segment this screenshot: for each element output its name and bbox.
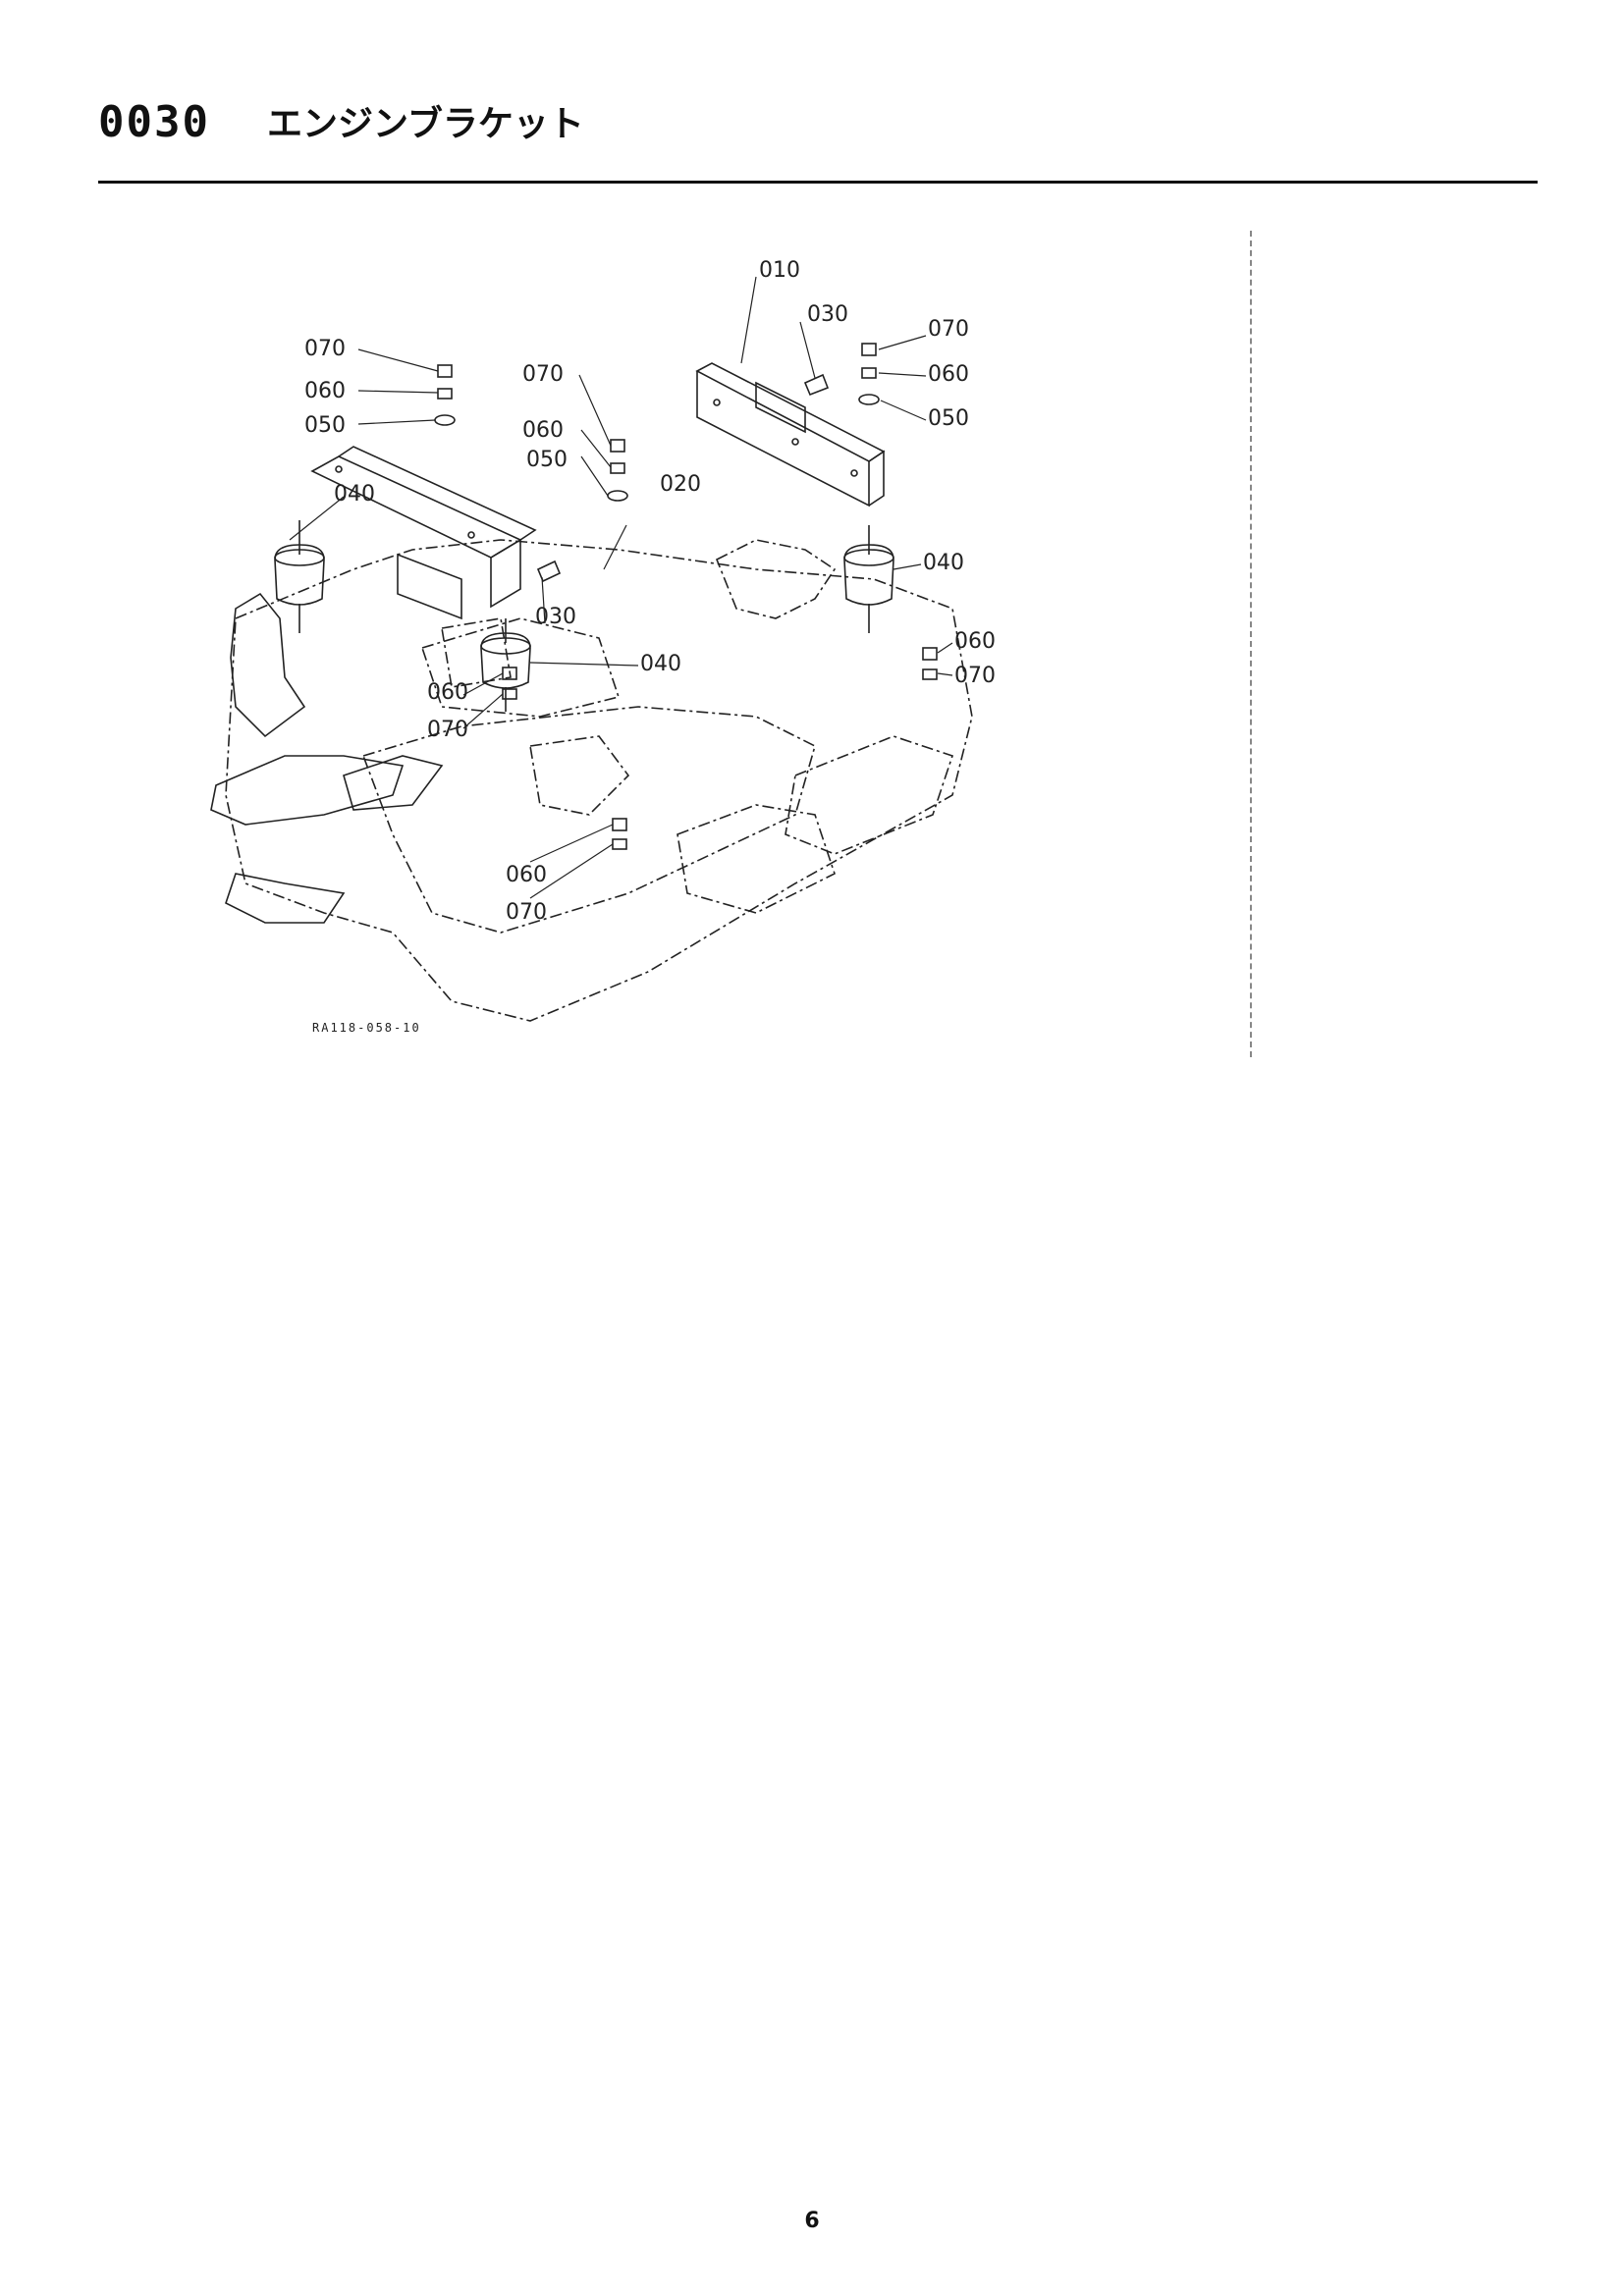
callout-040: 040: [923, 551, 964, 575]
callout-020: 020: [660, 472, 701, 497]
figure-code: RA118-058-10: [312, 1021, 421, 1035]
section-title: エンジンブラケット: [267, 104, 584, 144]
callout-030: 030: [807, 302, 848, 327]
callout-050: 050: [928, 406, 969, 431]
page-number: 6: [804, 2209, 820, 2233]
section-number: 0030: [98, 97, 210, 147]
callout-070: 070: [928, 317, 969, 342]
callout-060: 060: [304, 379, 346, 403]
callout-040: 040: [334, 482, 375, 507]
header-rule: [98, 181, 1538, 184]
callout-070: 070: [954, 664, 996, 688]
callout-070: 070: [427, 718, 468, 742]
callout-070: 070: [304, 337, 346, 361]
callout-050: 050: [526, 448, 568, 472]
rubber-mount-040-middle: [480, 618, 531, 712]
callout-040: 040: [640, 652, 681, 676]
callout-010: 010: [759, 258, 800, 283]
callout-060: 060: [427, 680, 468, 705]
engine-bracket-exploded-diagram: 010 030 070 060 050 040 060 070 070 060 …: [210, 258, 996, 1022]
callout-050: 050: [304, 413, 346, 438]
frame-side-casting: [210, 592, 444, 924]
rubber-mount-040-right: [843, 525, 894, 633]
callout-070: 070: [506, 900, 547, 925]
bracket-020: [310, 446, 537, 620]
callout-060: 060: [522, 418, 564, 443]
bracket-010: [695, 362, 886, 507]
rubber-mount-040-left: [274, 520, 325, 633]
callout-070: 070: [522, 362, 564, 387]
callout-060: 060: [506, 863, 547, 887]
fasteners: [434, 343, 938, 850]
column-divider: [1250, 231, 1252, 1057]
callout-labels: 010 030 070 060 050 040 060 070 070 060 …: [304, 258, 996, 925]
machine-frame: [225, 539, 973, 1022]
callout-060: 060: [928, 362, 969, 387]
callout-060: 060: [954, 629, 996, 654]
callout-030: 030: [535, 605, 576, 629]
leader-lines: [289, 276, 953, 899]
